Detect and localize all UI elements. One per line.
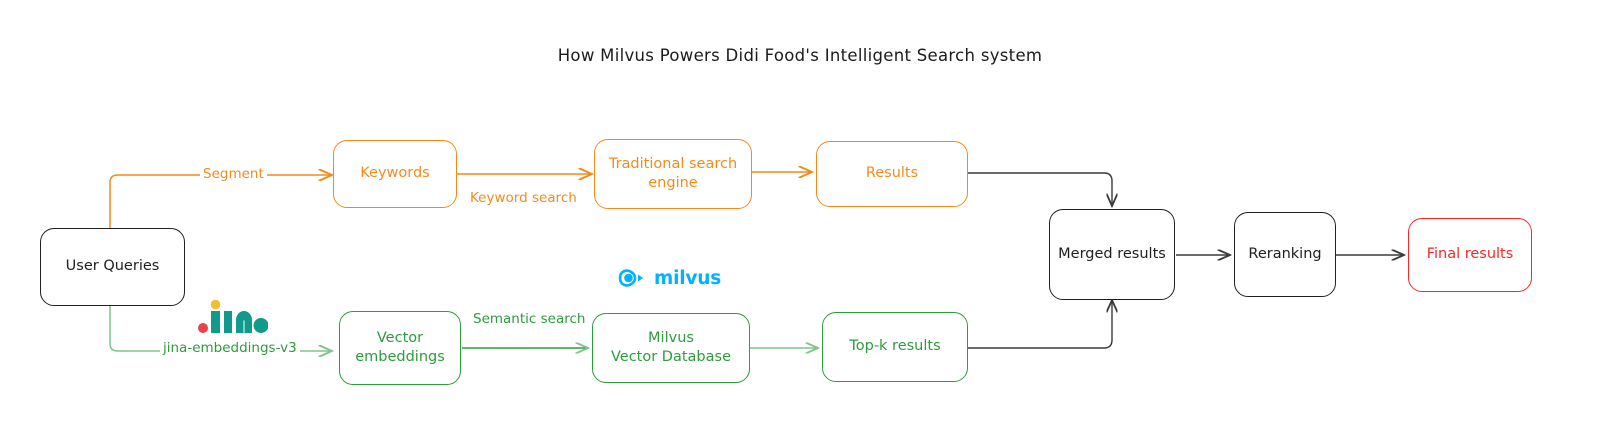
node-final-results-label: Final results: [1426, 246, 1514, 263]
node-reranking[interactable]: Reranking: [1234, 212, 1336, 297]
jina-red-dot: [198, 323, 208, 333]
node-vector-embeddings[interactable]: Vector embeddings: [339, 311, 461, 385]
jina-a-round: [253, 318, 269, 333]
node-milvus-vector-database-line1: Milvus: [648, 329, 694, 346]
edge-label-jina-embeddings: jina-embeddings-v3: [160, 340, 300, 356]
jina-yellow-dot: [210, 299, 221, 310]
edge-label-semantic-search: Semantic search: [470, 311, 589, 327]
page-title: How Milvus Powers Didi Food's Intelligen…: [557, 46, 1043, 65]
milvus-logo: milvus: [618, 264, 724, 292]
edge-userqueries-embeddings: [109, 305, 332, 351]
jina-logo: [196, 299, 269, 334]
milvus-eye-icon: [618, 269, 643, 287]
node-vector-embeddings-line2: embeddings: [355, 349, 445, 365]
jina-j-stem: [211, 311, 220, 333]
node-merged-results[interactable]: Merged results: [1049, 209, 1175, 300]
node-final-results[interactable]: Final results: [1408, 218, 1532, 292]
edge-userqueries-keywords: [109, 175, 332, 228]
node-keywords[interactable]: Keywords: [333, 140, 457, 208]
node-traditional-search-engine-line1: Traditional search: [608, 155, 738, 172]
node-merged-results-label: Merged results: [1058, 245, 1166, 262]
jina-n-arch: [236, 311, 252, 333]
node-keywords-label: Keywords: [360, 165, 430, 182]
node-milvus-vector-database[interactable]: Milvus Vector Database: [592, 313, 750, 383]
node-user-queries[interactable]: User Queries: [40, 228, 185, 306]
jina-i-bar: [224, 311, 232, 333]
milvus-wordmark: milvus: [654, 267, 722, 289]
node-user-queries-label: User Queries: [65, 258, 160, 275]
node-results-label: Results: [865, 165, 919, 182]
node-vector-embeddings-line1: Vector: [376, 329, 424, 346]
node-traditional-search-engine-line2: engine: [648, 175, 698, 191]
node-results[interactable]: Results: [816, 141, 968, 207]
node-topk-results-label: Top-k results: [849, 338, 941, 355]
node-traditional-search-engine[interactable]: Traditional search engine: [594, 139, 752, 209]
edge-results-merged: [968, 172, 1112, 206]
node-topk-results[interactable]: Top-k results: [822, 312, 968, 382]
edge-topk-merged: [968, 300, 1112, 349]
node-reranking-label: Reranking: [1248, 245, 1322, 262]
node-milvus-vector-database-line2: Vector Database: [610, 349, 731, 365]
edge-label-segment: Segment: [200, 166, 267, 182]
edge-label-keyword-search: Keyword search: [467, 190, 580, 206]
